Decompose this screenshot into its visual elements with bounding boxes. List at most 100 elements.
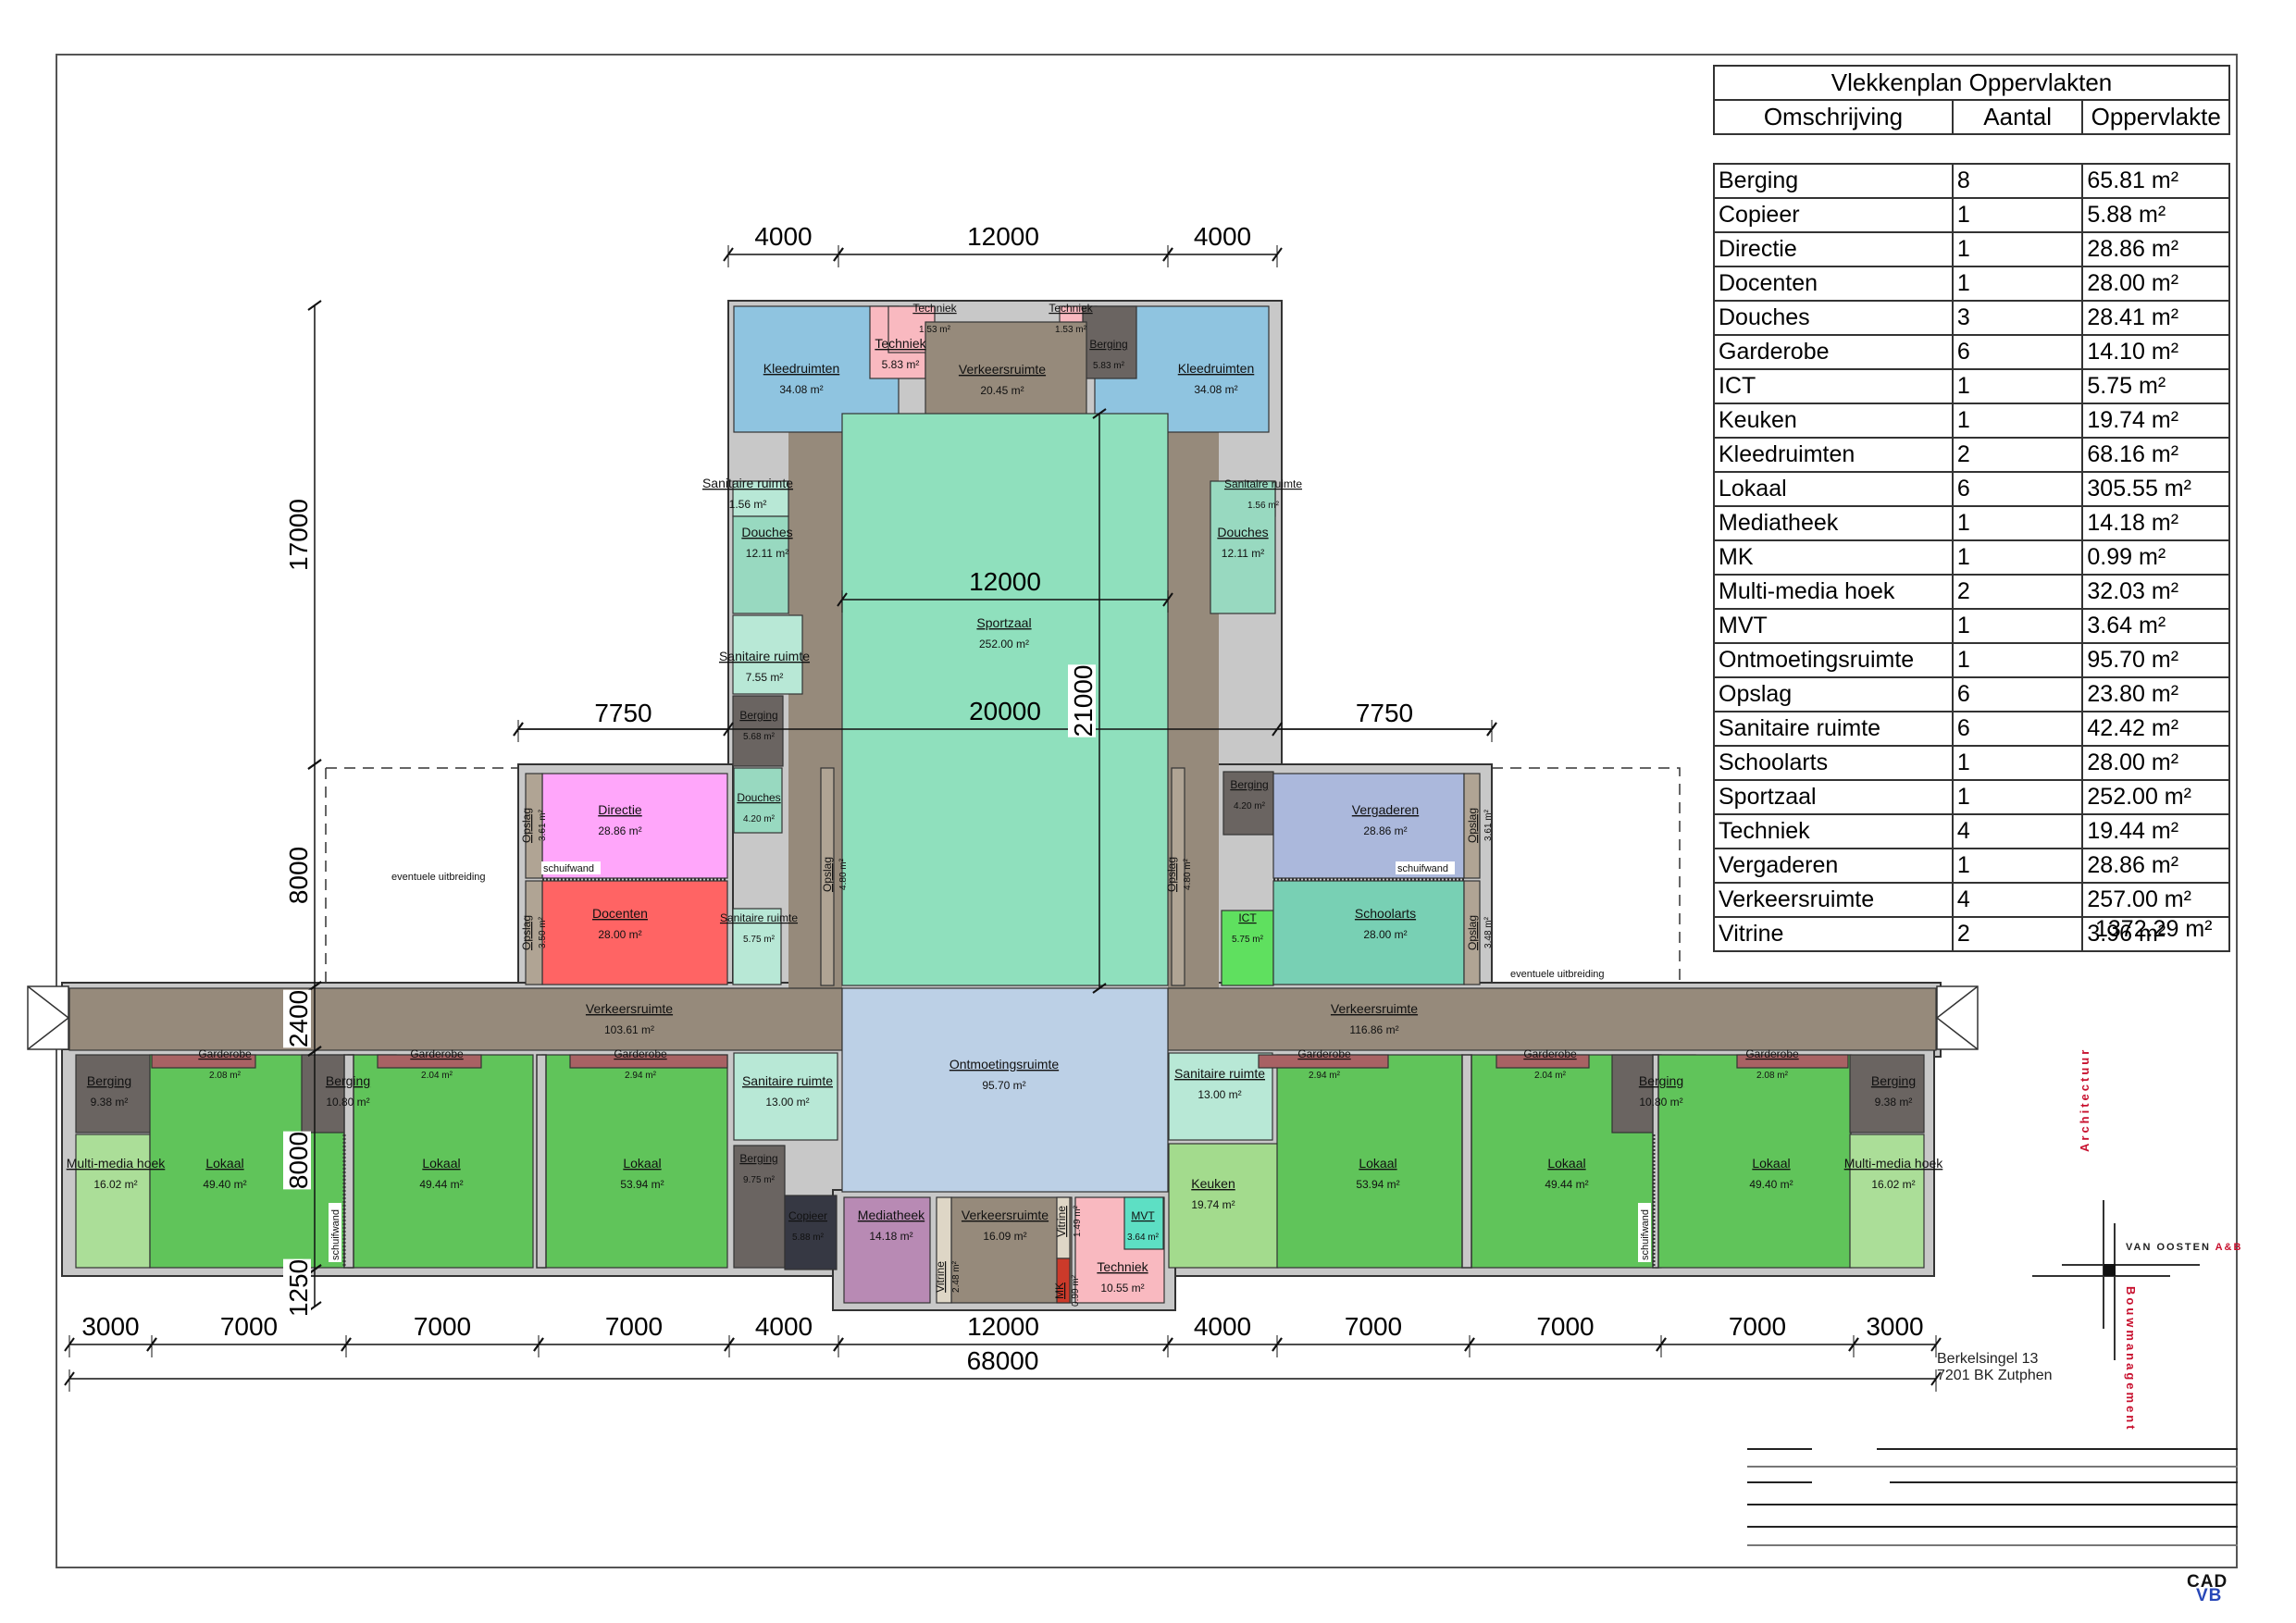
room-name: Berging bbox=[1230, 778, 1268, 791]
cell-omschrijving: Lokaal bbox=[1713, 471, 1954, 507]
room-name: Opslag bbox=[1165, 857, 1178, 892]
cell-aantal: 1 bbox=[1951, 745, 2084, 781]
room-area: 14.18 m² bbox=[869, 1230, 912, 1243]
dimension-hall-width: 12000 bbox=[837, 567, 1173, 613]
cell-oppervlakte: 3.96 m² bbox=[2081, 916, 2230, 952]
dimension-label: 7750 bbox=[1356, 699, 1413, 727]
room-area: 28.86 m² bbox=[1363, 824, 1407, 837]
dimension-bottom: 7000 bbox=[146, 1312, 352, 1357]
cell-oppervlakte: 3.64 m² bbox=[2081, 608, 2230, 644]
room-ontmoeting bbox=[841, 987, 1169, 1193]
room-sportzaal bbox=[841, 413, 1169, 986]
note: schuifwand bbox=[1638, 1203, 1651, 1262]
logo-crosshair-icon bbox=[2032, 1200, 2200, 1360]
room-name: Berging bbox=[1639, 1073, 1683, 1088]
room-area: 5.83 m² bbox=[882, 358, 920, 371]
room-name: Garderobe bbox=[614, 1047, 667, 1060]
room-area: 4.20 m² bbox=[743, 814, 776, 824]
room-keuken bbox=[1168, 1143, 1279, 1269]
dimension-top: 4000 bbox=[723, 222, 844, 267]
dimension-left-vertical: 1250 bbox=[283, 1258, 322, 1318]
room-area: 20.45 m² bbox=[980, 384, 1024, 397]
room-label-berging-r: Berging 4.20 m² bbox=[1230, 778, 1268, 812]
cell-aantal: 1 bbox=[1951, 539, 2084, 576]
cell-omschrijving: Mediatheek bbox=[1713, 505, 1954, 541]
room-name: Garderobe bbox=[410, 1047, 464, 1060]
room-name: Techniek bbox=[875, 336, 926, 351]
cell-oppervlakte: 252.00 m² bbox=[2081, 779, 2230, 815]
room-name: Lokaal bbox=[1547, 1156, 1585, 1171]
cell-oppervlakte: 28.00 m² bbox=[2081, 745, 2230, 781]
room-lokaal-4 bbox=[1276, 1054, 1463, 1269]
room-area: 4.20 m² bbox=[1234, 801, 1266, 812]
cell-oppervlakte: 19.44 m² bbox=[2081, 813, 2230, 849]
room-area: 12.11 m² bbox=[1222, 547, 1264, 560]
cell-oppervlakte: 65.81 m² bbox=[2081, 163, 2230, 199]
dimension-label: 3000 bbox=[81, 1312, 139, 1341]
dimension-bottom: 12000 bbox=[833, 1312, 1173, 1357]
dimension-label: 7750 bbox=[594, 699, 652, 727]
room-name: Multi-media hoek bbox=[67, 1156, 167, 1171]
room-area: 5.75 m² bbox=[1232, 935, 1264, 945]
room-area: 1.49 m² bbox=[1073, 1205, 1083, 1237]
drawing-frame bbox=[56, 54, 2238, 1568]
room-berging-c4 bbox=[1849, 1054, 1925, 1134]
dimension-label: 68000 bbox=[967, 1346, 1039, 1375]
dimension-top: 4000 bbox=[1162, 222, 1283, 267]
area-table: Vlekkenplan Oppervlakten Omschrijving Aa… bbox=[1713, 65, 2230, 952]
room-name: Verkeersruimte bbox=[586, 1001, 673, 1016]
title-block-line bbox=[1747, 1504, 2238, 1505]
cell-omschrijving: Opslag bbox=[1713, 676, 1954, 712]
room-verkeer-l bbox=[68, 987, 843, 1051]
room-berging-l bbox=[732, 695, 784, 767]
room-area: 1.56 m² bbox=[729, 498, 767, 511]
room-area: 0.99 m² bbox=[1071, 1274, 1081, 1307]
dimension-label: 7000 bbox=[1536, 1312, 1594, 1341]
room-name: Sanitaire ruimte bbox=[742, 1073, 833, 1088]
cell-omschrijving: MK bbox=[1713, 539, 1954, 576]
col-header-aantal: Aantal bbox=[1951, 99, 2084, 135]
room-name: Douches bbox=[737, 791, 780, 804]
room-area: 9.38 m² bbox=[1875, 1096, 1913, 1109]
cell-omschrijving: Copieer bbox=[1713, 197, 1954, 233]
dimension-bottom: 7000 bbox=[1272, 1312, 1475, 1357]
dimension-label: 4000 bbox=[755, 1312, 813, 1341]
col-header-oppervlakte: Oppervlakte bbox=[2081, 99, 2230, 135]
room-label-berging-c4: Berging 9.38 m² bbox=[1871, 1073, 1916, 1109]
cell-aantal: 2 bbox=[1951, 437, 2084, 473]
cell-omschrijving: Schoolarts bbox=[1713, 745, 1954, 781]
room-name: Berging bbox=[1871, 1073, 1916, 1088]
room-area: 3.48 m² bbox=[1483, 916, 1494, 948]
cell-omschrijving: Techniek bbox=[1713, 813, 1954, 849]
table-total: 1372.29 m² bbox=[2095, 916, 2213, 942]
title-block-line bbox=[1877, 1448, 2238, 1450]
room-area: 49.40 m² bbox=[203, 1178, 246, 1191]
logo-company-name: VAN OOSTEN bbox=[2126, 1242, 2211, 1253]
note-text: schuifwand bbox=[1397, 863, 1448, 874]
cell-omschrijving: Berging bbox=[1713, 163, 1954, 199]
room-area: 5.68 m² bbox=[743, 732, 776, 742]
cell-omschrijving: Multi-media hoek bbox=[1713, 574, 1954, 610]
cell-omschrijving: ICT bbox=[1713, 368, 1954, 404]
note: eventuele uitbreiding bbox=[391, 872, 486, 883]
